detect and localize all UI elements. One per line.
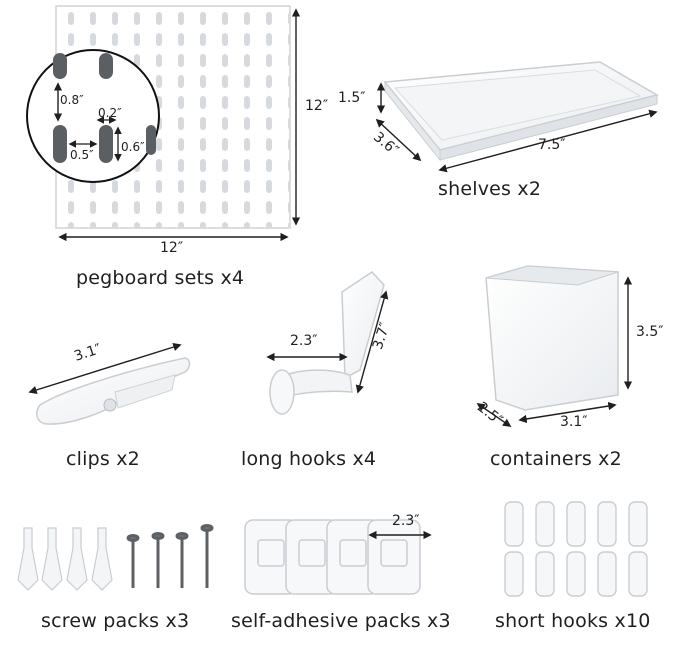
adhesive-width-label: 2.3″ [392,513,420,529]
containers-caption: containers x2 [490,448,622,470]
shelves-caption: shelves x2 [438,178,542,200]
container-image [476,265,633,427]
adhesive-pack-image [244,519,432,595]
pegboard-caption: pegboard sets x4 [76,267,245,289]
self-adhesive-caption: self-adhesive packs x3 [231,610,451,632]
pegboard-image [26,5,301,242]
container-width-label: 3.1″ [560,414,588,430]
long-hooks-caption: long hooks x4 [241,448,377,470]
screw-pack-image [17,524,214,591]
container-height-label: 3.5″ [636,324,664,340]
shelf-height-label: 1.5″ [338,90,366,106]
pegboard-height-label: 12″ [305,98,329,114]
short-hook-image [504,501,648,597]
shelf-length-label: 7.5″ [538,137,566,153]
shelf-image [375,61,659,173]
pegboard-width-label: 12″ [160,240,184,256]
clip-image [28,343,191,425]
long-hook-width-label: 2.3″ [290,333,318,349]
short-hooks-caption: short hooks x10 [495,610,651,632]
pegboard-slot-width-label: 0.2″ [98,106,122,120]
pegboard-vertical-gap-label: 0.8″ [60,93,84,107]
clips-caption: clips x2 [66,448,140,470]
pegboard-slot-gap-label: 0.5″ [70,148,94,162]
long-hook-image [266,271,389,415]
pegboard-slot-height-label: 0.6″ [121,140,145,154]
screw-packs-caption: screw packs x3 [41,610,190,632]
